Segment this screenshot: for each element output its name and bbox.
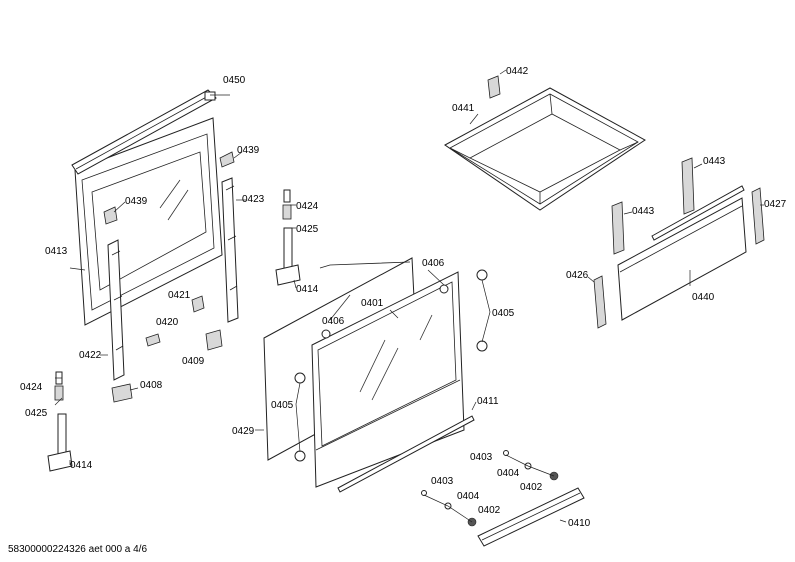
bracket-0442	[487, 69, 507, 99]
label-0423: 0423	[242, 194, 265, 205]
label-0421: 0421	[168, 290, 191, 301]
label-0424-b: 0424	[20, 382, 43, 393]
label-0414-b: 0414	[70, 460, 93, 471]
label-0443-a: 0443	[703, 156, 726, 167]
label-0403-a: 0403	[470, 452, 493, 463]
outer-door-0401	[311, 271, 465, 488]
label-0429: 0429	[232, 426, 255, 437]
label-0439-a: 0439	[237, 145, 260, 156]
strip-0411	[337, 401, 477, 493]
label-0406-b: 0406	[322, 316, 345, 327]
label-0425-a: 0425	[296, 224, 319, 235]
label-0425-b: 0425	[25, 408, 48, 419]
part-0421	[191, 295, 205, 313]
part-0420	[145, 333, 161, 347]
label-0443-b: 0443	[632, 206, 655, 217]
hinge-assembly-right	[275, 189, 301, 289]
label-0411: 0411	[477, 396, 499, 407]
label-0402-a: 0402	[520, 482, 543, 493]
handle-fixings	[421, 450, 559, 527]
handle-0410	[477, 487, 585, 547]
tray-0441	[444, 87, 646, 211]
label-0420: 0420	[156, 317, 179, 328]
label-0405-b: 0405	[271, 400, 294, 411]
hinge-rail-0423	[221, 177, 246, 323]
label-0426: 0426	[566, 270, 589, 281]
top-trim-0450	[71, 89, 230, 175]
hinge-rail-0422	[100, 239, 125, 381]
clip-0439-left	[103, 201, 126, 225]
label-0440: 0440	[692, 292, 715, 303]
callout-labels: 0450 0439 0439 0413 0423 0424 0425 0414 …	[20, 66, 787, 529]
clip-0439-top	[219, 151, 243, 168]
label-0403-b: 0403	[431, 476, 454, 487]
label-0410: 0410	[568, 518, 591, 529]
bracket-0443-b	[611, 201, 633, 255]
inner-door-frame-0413	[69, 117, 223, 326]
hinge-assembly-left	[47, 371, 73, 472]
label-0427: 0427	[764, 199, 787, 210]
label-0442: 0442	[506, 66, 529, 77]
label-0404-a: 0404	[497, 468, 520, 479]
label-0441: 0441	[452, 103, 475, 114]
label-0408: 0408	[140, 380, 163, 391]
label-0413: 0413	[45, 246, 68, 257]
part-0408	[111, 383, 139, 403]
label-0414-a: 0414	[296, 284, 319, 295]
part-0409	[205, 329, 223, 351]
label-0402-b: 0402	[478, 505, 501, 516]
washers	[294, 269, 491, 462]
label-0424-a: 0424	[296, 201, 319, 212]
label-0405-a: 0405	[492, 308, 515, 319]
label-0450: 0450	[223, 75, 246, 86]
label-0409: 0409	[182, 356, 205, 367]
label-0404-b: 0404	[457, 491, 480, 502]
side-0427	[751, 187, 765, 245]
side-0426	[587, 275, 607, 329]
label-0406-a: 0406	[422, 258, 445, 269]
label-0439-b: 0439	[125, 196, 148, 207]
footer-doc-id: 58300000224326 aet 000 a 4/6	[8, 544, 147, 555]
label-0422: 0422	[79, 350, 102, 361]
label-0401: 0401	[361, 298, 384, 309]
drawer-front-0440	[617, 185, 747, 321]
bracket-0443-a	[681, 157, 703, 215]
